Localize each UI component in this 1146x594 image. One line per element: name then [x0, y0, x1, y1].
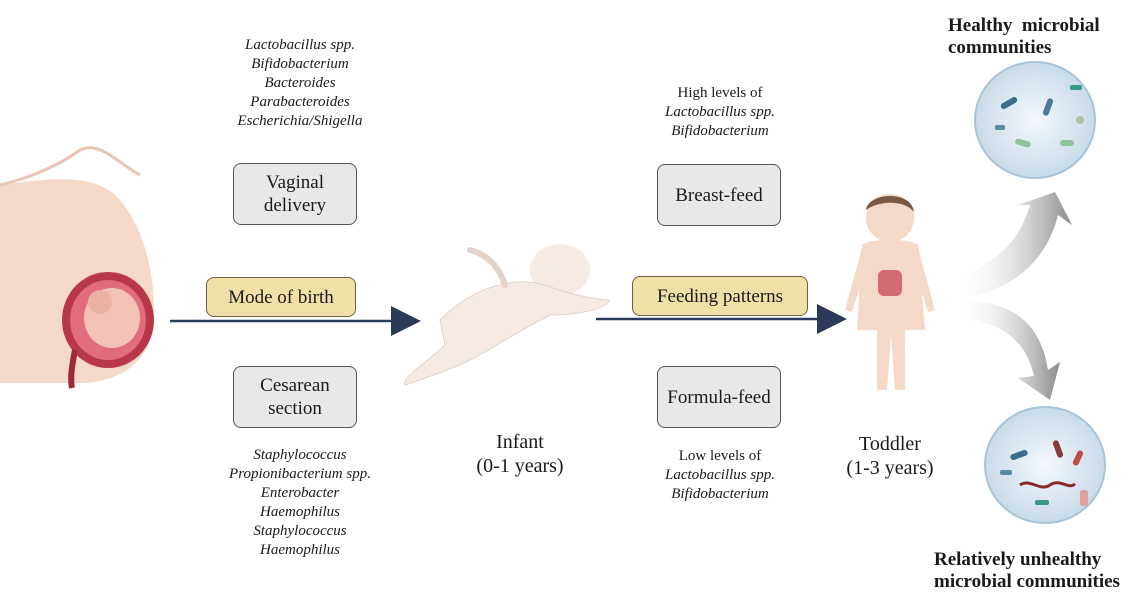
species-item: Staphylococcus: [205, 446, 395, 465]
heading-line: communities: [948, 37, 1144, 59]
species-item: Bacteroides: [205, 74, 395, 93]
species-item: Parabacteroides: [205, 93, 395, 112]
breast-levels-text: High levels of Lactobacillus spp. Bifido…: [630, 84, 810, 141]
species-item: Bifidobacterium: [205, 55, 395, 74]
infant-label: Infant (0-1 years): [450, 430, 590, 478]
levels-line: Bifidobacterium: [630, 122, 810, 141]
pregnant-mother-icon: [0, 148, 154, 388]
species-item: Haemophilus: [205, 541, 395, 560]
stage-age: (0-1 years): [450, 454, 590, 478]
cesarean-section-box: Cesarean section: [233, 366, 357, 428]
heading-line: Healthy microbial: [948, 15, 1144, 37]
species-item: Escherichia/Shigella: [205, 112, 395, 131]
mode-of-birth-box: Mode of birth: [206, 277, 356, 317]
stage-name: Toddler: [820, 432, 960, 456]
vaginal-species-list: Lactobacillus spp. Bifidobacterium Bacte…: [205, 36, 395, 131]
infant-icon: [404, 244, 610, 385]
stage-name: Infant: [450, 430, 590, 454]
breast-feed-box: Breast-feed: [657, 164, 781, 226]
species-item: Staphylococcus: [205, 522, 395, 541]
levels-line: Low levels of: [630, 447, 810, 466]
feeding-patterns-box: Feeding patterns: [632, 276, 808, 316]
levels-line: Bifidobacterium: [630, 485, 810, 504]
curved-arrow-down: [955, 300, 1060, 400]
stage-age: (1-3 years): [820, 456, 960, 480]
healthy-dish-icon: [975, 62, 1095, 178]
toddler-icon: [845, 194, 935, 390]
species-item: Haemophilus: [205, 503, 395, 522]
formula-feed-box: Formula-feed: [657, 366, 781, 428]
vaginal-delivery-box: Vaginal delivery: [233, 163, 357, 225]
levels-line: Lactobacillus spp.: [630, 103, 810, 122]
formula-levels-text: Low levels of Lactobacillus spp. Bifidob…: [630, 447, 810, 504]
toddler-label: Toddler (1-3 years): [820, 432, 960, 480]
healthy-heading: Healthy microbial communities: [948, 15, 1144, 59]
levels-line: Lactobacillus spp.: [630, 466, 810, 485]
species-item: Lactobacillus spp.: [205, 36, 395, 55]
levels-line: High levels of: [630, 84, 810, 103]
unhealthy-heading: Relatively unhealthy microbial communiti…: [934, 549, 1144, 593]
species-item: Propionibacterium spp.: [205, 465, 395, 484]
heading-line: microbial communities: [934, 571, 1144, 593]
unhealthy-dish-icon: [985, 407, 1105, 523]
cesarean-species-list: Staphylococcus Propionibacterium spp. En…: [205, 446, 395, 560]
heading-line: Relatively unhealthy: [934, 549, 1144, 571]
species-item: Enterobacter: [205, 484, 395, 503]
curved-arrow-up: [955, 192, 1072, 300]
